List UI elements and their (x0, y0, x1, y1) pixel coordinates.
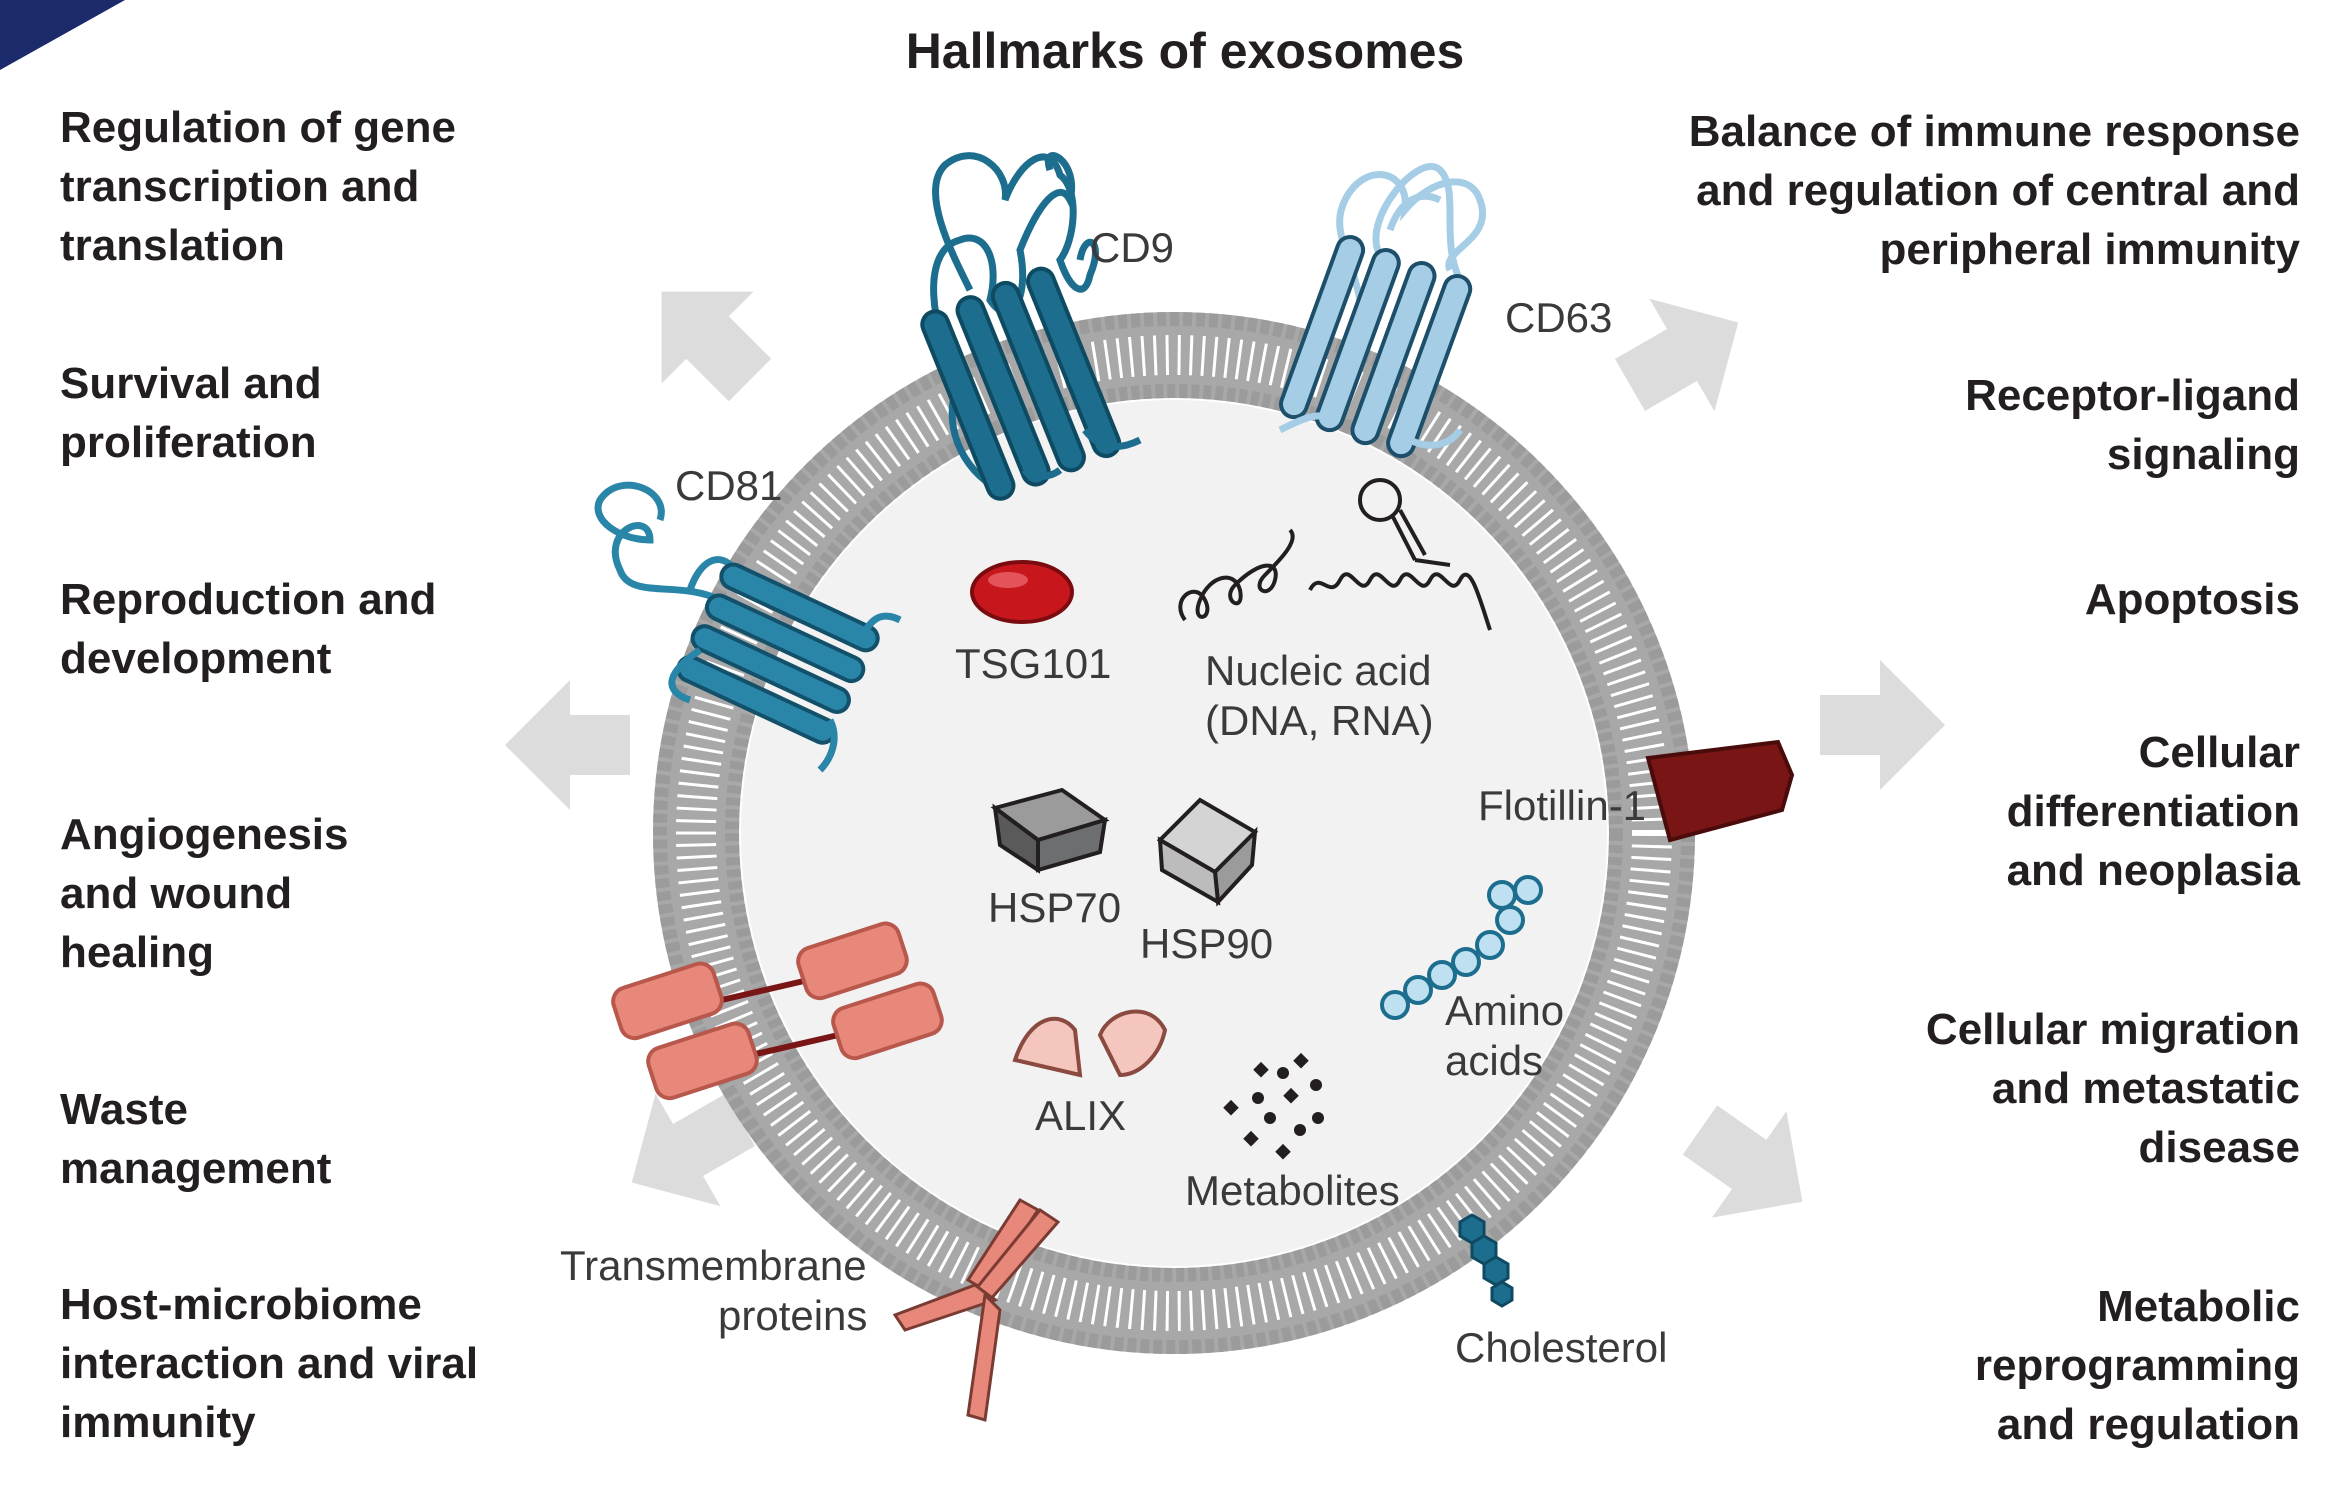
transmembrane-protein (892, 1198, 1061, 1422)
arrow-lower-right (1682, 1105, 1803, 1218)
nucleic-acid-label: Nucleic acid (DNA, RNA) (1205, 647, 1443, 744)
transmembrane-label: Transmembrane proteins (560, 1242, 878, 1339)
hsp70-label: HSP70 (988, 884, 1121, 931)
corner-decoration (0, 0, 125, 70)
page-title: Hallmarks of exosomes (905, 23, 1465, 79)
flotillin-1-label: Flotillin-1 (1478, 782, 1646, 829)
arrow-upper-right (1615, 298, 1739, 412)
cd81-label: CD81 (675, 462, 782, 509)
hallmark-apoptosis: Apoptosis (2084, 575, 2300, 624)
tsg101-highlight (988, 572, 1028, 588)
arrow-right (1820, 660, 1945, 790)
cd63-protein (1278, 163, 1486, 459)
arrow-left (505, 680, 630, 810)
cd63-label: CD63 (1505, 294, 1612, 341)
hsp90-label: HSP90 (1140, 920, 1273, 967)
flotillin-1-shape (1645, 739, 1795, 843)
cholesterol-label: Cholesterol (1455, 1324, 1667, 1371)
cholesterol-molecule (1458, 1213, 1514, 1308)
tsg101-label: TSG101 (955, 640, 1111, 687)
cd81-protein (594, 481, 902, 773)
nucleic-acid-shape (1178, 478, 1492, 631)
arrow-lower-left (631, 1093, 755, 1207)
amino-acid-chain (1380, 875, 1543, 1020)
arrow-upper-left (661, 291, 772, 402)
membrane-tails (676, 335, 1672, 1331)
metabolites-dots (1223, 1052, 1324, 1160)
cd9-protein (920, 152, 1142, 501)
tsg101-shape (970, 560, 1074, 624)
membrane-inner-heads (725, 384, 1623, 1282)
metabolites-label: Metabolites (1185, 1167, 1400, 1214)
receptor-dimer (611, 921, 944, 1101)
cd9-label: CD9 (1090, 224, 1174, 271)
alix-shape (1012, 1009, 1168, 1078)
hsp90-shape (1156, 797, 1259, 907)
alix-label: ALIX (1035, 1092, 1126, 1139)
amino-acids-label: Amino acids (1445, 987, 1576, 1084)
hsp70-shape (990, 787, 1110, 874)
